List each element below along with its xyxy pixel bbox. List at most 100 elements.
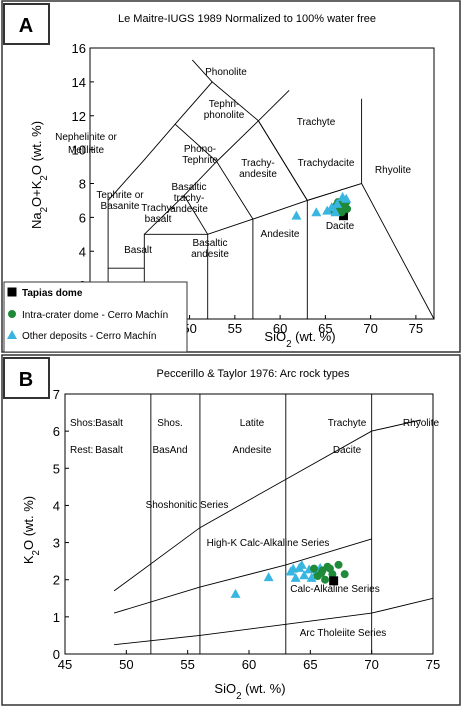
panel-b-point-circle bbox=[321, 575, 330, 584]
panel-b-plot-area bbox=[64, 393, 434, 655]
legend-label: Tapias dome bbox=[22, 288, 83, 299]
legend-label: Other deposits - Cerro Machín bbox=[22, 331, 157, 342]
panel-b-frame bbox=[1, 354, 461, 706]
tas-field-label: Melilitite bbox=[68, 145, 105, 156]
legend-marker-square bbox=[7, 287, 17, 297]
panel-a-xtick-label: 65 bbox=[318, 321, 332, 336]
series-name-label: High-K Calc-Alkaline Series bbox=[207, 538, 330, 549]
rock-type-label: BasAnd bbox=[152, 445, 187, 456]
panel-b-letter: B bbox=[19, 369, 33, 391]
tas-field-label: Basanite bbox=[101, 201, 140, 212]
panel-b-point-triangle bbox=[299, 570, 310, 580]
panel-a-xtick-label: 55 bbox=[228, 321, 242, 336]
panel-a-point-triangle bbox=[326, 202, 337, 212]
panel-b-point-circle bbox=[325, 564, 334, 573]
panel-a-ylabel: Na2O+K2O (wt. %) bbox=[29, 121, 50, 229]
panel-b-point-circle bbox=[334, 560, 343, 569]
tas-field-label: Andesite bbox=[261, 229, 300, 240]
panel-a-frame bbox=[1, 0, 461, 353]
panel-a-xlabel: SiO2 (wt. %) bbox=[264, 329, 335, 350]
legend-box bbox=[3, 281, 188, 353]
tas-field-label: Phono- bbox=[184, 144, 216, 155]
panel-b-ytick-label: 4 bbox=[53, 498, 60, 513]
panel-a-letter-box bbox=[3, 3, 50, 45]
panel-b-letter-box bbox=[3, 357, 50, 399]
panel-a-ytick-label: 10 bbox=[72, 143, 86, 158]
tas-field-label: Tephri- bbox=[209, 99, 240, 110]
panel-a-plot-area bbox=[89, 47, 435, 320]
panel-b-point-square bbox=[329, 576, 339, 586]
panel-b-point-triangle bbox=[263, 572, 274, 582]
panel-b-xtick-label: 50 bbox=[119, 657, 133, 672]
tas-field-label: Trachy- bbox=[141, 203, 175, 214]
tas-field-label: Tephrite or bbox=[96, 190, 144, 201]
k2o-series-boundary bbox=[113, 538, 372, 614]
panel-b-point-triangle bbox=[306, 572, 317, 582]
tas-boundary-line bbox=[361, 183, 435, 320]
panel-a-ytick-label: 16 bbox=[72, 41, 86, 56]
rock-type-label: Rhyolite bbox=[403, 418, 440, 429]
panel-b-ytick-label: 2 bbox=[53, 573, 60, 588]
tas-field-label: Nephelinite or bbox=[55, 132, 117, 143]
rock-type-label: Dacite bbox=[333, 445, 362, 456]
tas-field-label: Trachy- bbox=[241, 158, 275, 169]
tas-boundary-line bbox=[307, 183, 362, 201]
panel-a-ytick-label: 6 bbox=[79, 210, 86, 225]
tas-field-label: andesite bbox=[239, 169, 277, 180]
panel-a-point-triangle bbox=[322, 205, 333, 215]
series-name-label: Shoshonitic Series bbox=[146, 500, 229, 511]
panel-a-point-triangle bbox=[341, 193, 352, 203]
panel-a-letter: A bbox=[19, 15, 33, 37]
panel-b-ytick-label: 5 bbox=[53, 461, 60, 476]
panel-b-point-triangle bbox=[296, 559, 307, 569]
panel-a-xtick-label: 75 bbox=[409, 321, 423, 336]
tas-field-label: andesite bbox=[170, 204, 208, 215]
panel-b-xlabel: SiO2 (wt. %) bbox=[214, 681, 285, 702]
panel-b-ylabel: K2O (wt. %) bbox=[21, 496, 42, 564]
legend-marker-triangle bbox=[7, 330, 17, 339]
tas-field-label: basalt bbox=[145, 214, 172, 225]
tas-field-label: Rhyolite bbox=[375, 165, 412, 176]
k2o-series-boundary bbox=[114, 597, 434, 646]
panel-a-point-circle bbox=[343, 204, 352, 213]
panel-a-title: Le Maitre-IUGS 1989 Normalized to 100% w… bbox=[118, 13, 376, 25]
panel-b-ytick-label: 1 bbox=[53, 610, 60, 625]
legend-marker-circle bbox=[8, 310, 16, 318]
rock-type-label: Shos. bbox=[157, 418, 183, 429]
series-name-label: Arc Tholeiite Series bbox=[300, 628, 387, 639]
panel-b-point-circle bbox=[310, 564, 319, 573]
legend-label: Intra-crater dome - Cerro Machín bbox=[22, 310, 168, 321]
rock-type-label: Latite bbox=[240, 418, 265, 429]
panel-a-point-triangle bbox=[291, 210, 302, 220]
rock-type-label: Rest: bbox=[70, 445, 93, 456]
panel-b-xtick-label: 55 bbox=[180, 657, 194, 672]
panel-b-point-circle bbox=[340, 570, 349, 579]
tas-boundary-line bbox=[174, 123, 254, 220]
panel-b-xtick-label: 60 bbox=[242, 657, 256, 672]
panel-b-ytick-label: 0 bbox=[53, 647, 60, 662]
panel-a-point-triangle bbox=[332, 198, 343, 208]
tas-boundary-line bbox=[191, 59, 213, 83]
tas-field-label: Basaltic bbox=[171, 182, 206, 193]
panel-b-point-circle bbox=[317, 569, 326, 578]
rock-type-label: Basalt bbox=[95, 445, 123, 456]
tas-field-label: Trachyte bbox=[297, 117, 336, 128]
tas-field-label: Basaltic bbox=[192, 238, 227, 249]
rock-type-label: Shos: bbox=[70, 418, 96, 429]
panel-a-point-triangle bbox=[311, 207, 322, 217]
tas-field-label: phonolite bbox=[204, 110, 245, 121]
tas-field-label: Phonolite bbox=[205, 67, 247, 78]
tas-field-label: andesite bbox=[191, 249, 229, 260]
panel-b-point-triangle bbox=[290, 572, 301, 582]
panel-b-title: Peccerillo & Taylor 1976: Arc rock types bbox=[157, 368, 350, 380]
panel-b-ytick-label: 7 bbox=[53, 387, 60, 402]
tas-boundary-line bbox=[183, 195, 209, 235]
rock-type-label: Andesite bbox=[233, 445, 272, 456]
tas-field-label: Trachydacite bbox=[298, 158, 355, 169]
panel-a-xtick-label: 60 bbox=[273, 321, 287, 336]
panel-a-ytick-label: 8 bbox=[79, 177, 86, 192]
rock-type-label: Trachyte bbox=[328, 418, 367, 429]
panel-b-xtick-label: 70 bbox=[364, 657, 378, 672]
panel-b-point-triangle bbox=[288, 563, 299, 573]
